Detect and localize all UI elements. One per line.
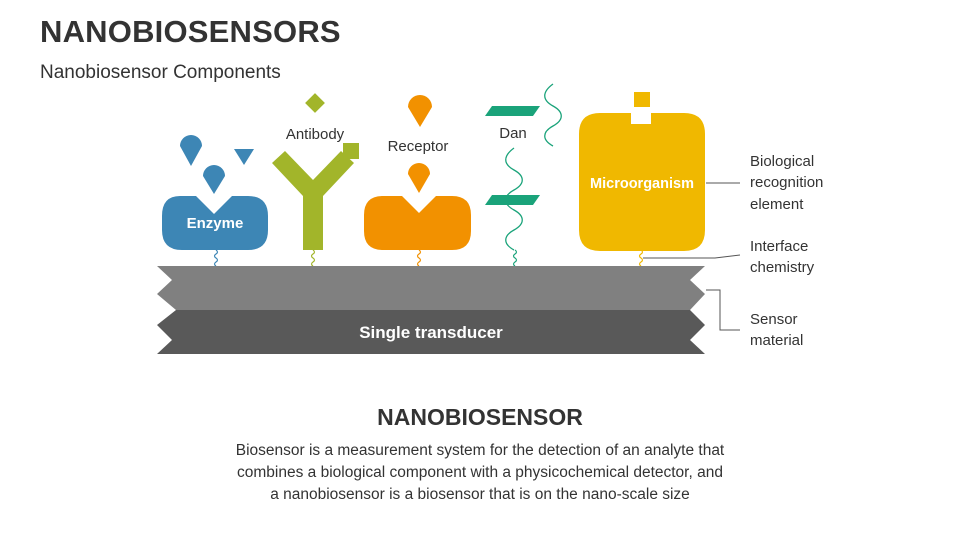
enzyme-substrate-drop [203,165,225,194]
biological-callout-line-1: Biological [750,153,814,170]
antibody-linker [310,249,316,267]
receptor-ligand-drop [408,163,430,193]
receptor-component: Receptor [364,95,471,250]
enzyme-label: Enzyme [187,215,244,232]
biological-callout-line-2: recognition [750,174,823,191]
enzyme-drop-shape [180,135,202,166]
dan-strand-upper [544,83,562,147]
transducer-label: Single transducer [359,323,503,342]
microorganism-linker [638,249,644,267]
sensor-callout-line-1: Sensor [750,311,798,328]
microorganism-marker-square [634,92,650,107]
receptor-label: Receptor [388,138,449,155]
page-subtitle: Nanobiosensor Components [40,62,281,83]
dan-label: Dan [499,125,527,142]
sensor-callout-line-2: material [750,332,803,349]
interface-callout-line-1: Interface [750,238,808,255]
description-text: Biosensor is a measurement system for th… [180,440,780,506]
dan-linker [512,249,518,267]
interface-callout-line [643,254,741,259]
enzyme-linker [213,249,219,267]
receptor-body [364,196,471,250]
enzyme-triangle-shape [234,149,254,165]
antibody-shape [272,151,354,250]
page-title: NANOBIOSENSORS [40,14,341,49]
antibody-label: Antibody [286,126,345,143]
antibody-antigen-square [343,143,359,159]
biological-callout-label: Biological recognition element [750,153,828,213]
microorganism-body [579,113,705,251]
enzyme-component: Enzyme [162,135,268,250]
antibody-antigen-diamond [305,93,325,113]
sensor-callout-line [706,289,740,331]
receptor-linker [416,249,422,267]
interface-layer [157,266,705,310]
dan-probe-bar-top [485,106,540,116]
microorganism-label: Microorganism [590,176,694,192]
biological-callout-line-3: element [750,196,804,213]
enzyme-body [162,196,268,250]
interface-callout-line-2: chemistry [750,259,815,276]
description-heading: NANOBIOSENSOR [377,404,583,430]
sensor-callout-label: Sensor material [750,311,803,349]
microorganism-component: Microorganism [579,92,705,251]
description-line-2: combines a biological component with a p… [237,464,723,481]
description-line-3: a nanobiosensor is a biosensor that is o… [270,486,690,503]
receptor-drop-shape [408,95,432,127]
transducer-layer [157,310,705,354]
description-line-1: Biosensor is a measurement system for th… [235,442,725,459]
dan-component: Dan [485,83,562,251]
interface-callout-label: Interface chemistry [750,238,815,276]
antibody-component: Antibody [272,93,359,250]
dan-probe-bar-bottom [485,195,540,205]
nanobiosensor-diagram: Enzyme Antibody Receptor Dan [157,83,828,354]
